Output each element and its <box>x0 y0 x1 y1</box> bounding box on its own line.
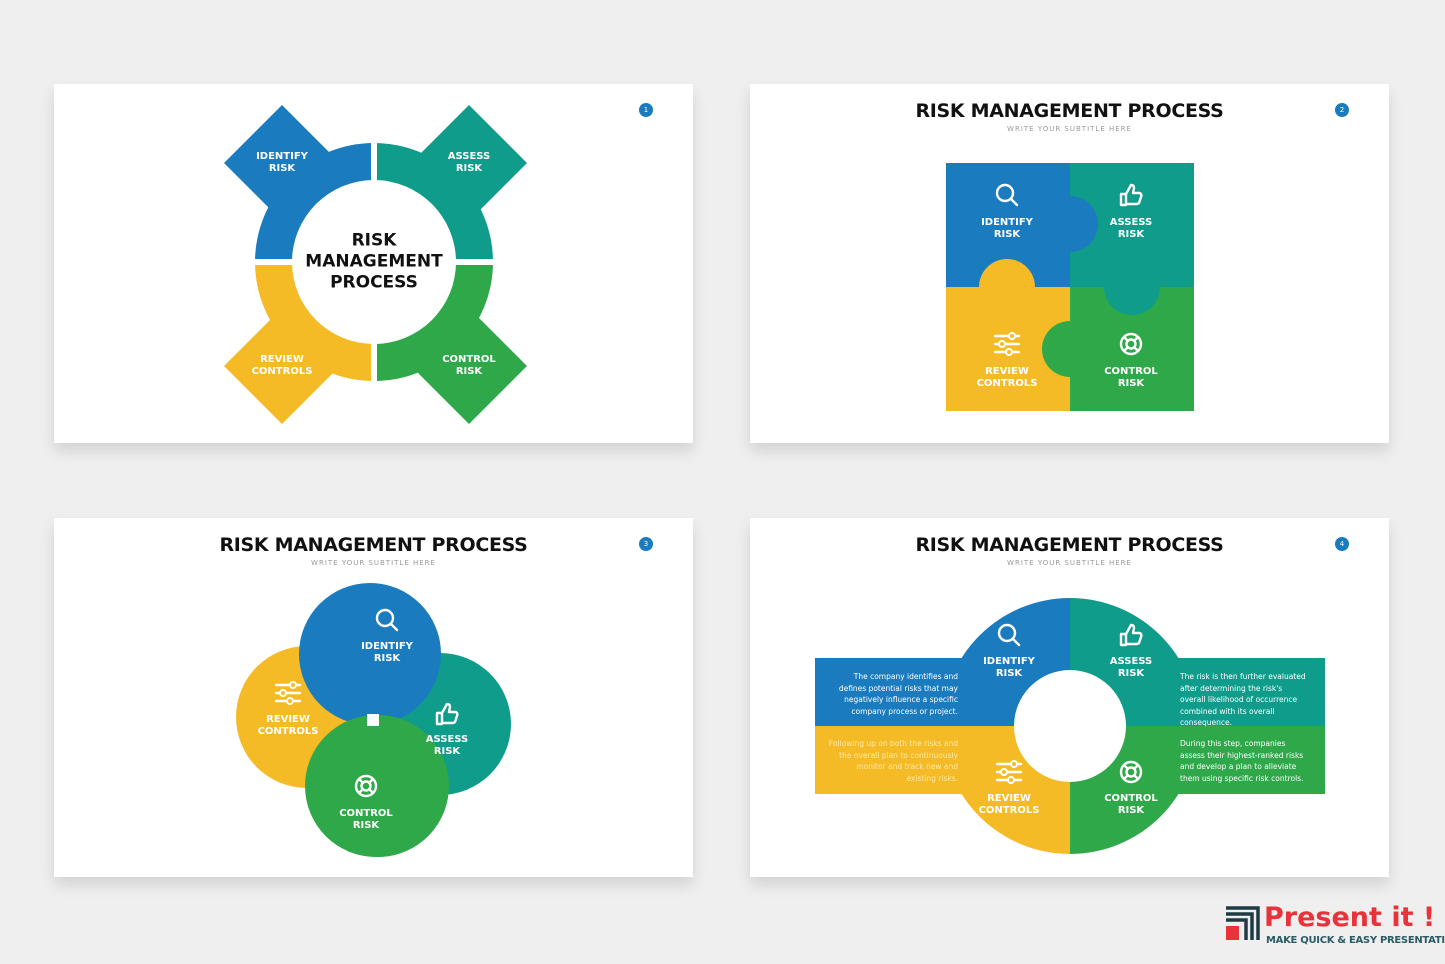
search-icon <box>997 623 1021 647</box>
slide-4[interactable]: RISK MANAGEMENT PROCESS WRITE YOUR SUBTI… <box>750 518 1389 877</box>
label-control: CONTROL RISK <box>442 354 496 377</box>
sliders-icon <box>993 332 1021 356</box>
search-icon <box>375 608 399 632</box>
puzzle-knob <box>979 259 1035 315</box>
slide-subtitle: WRITE YOUR SUBTITLE HERE <box>311 559 436 567</box>
lifebuoy-icon <box>1119 332 1143 356</box>
sliders-icon <box>995 760 1023 784</box>
thumbs-up-icon <box>1119 623 1143 647</box>
page-badge: 1 <box>639 103 653 117</box>
label-review: REVIEW CONTROLS <box>257 714 319 737</box>
center-square <box>367 714 379 726</box>
page-badge: 4 <box>1335 537 1349 551</box>
puzzle-knob <box>1042 196 1098 252</box>
label-assess: ASSESS RISK <box>447 151 491 174</box>
identify-description: The company identifies and defines poten… <box>838 672 958 716</box>
label-control: CONTROL RISK <box>339 808 393 831</box>
label-identify: IDENTIFY RISK <box>256 151 308 174</box>
logo-tagline: MAKE QUICK & EASY PRESENTATIONS <box>1266 935 1445 946</box>
lifebuoy-icon <box>1119 760 1143 784</box>
logo-brand: Present it ! <box>1264 902 1436 933</box>
identify-circle <box>299 583 441 725</box>
slide-title: RISK MANAGEMENT PROCESS <box>915 100 1224 122</box>
label-control: CONTROL RISK <box>1104 366 1158 389</box>
center-circle <box>1014 670 1126 782</box>
label-identify: IDENTIFY RISK <box>983 656 1035 679</box>
control-description: During this step, companies assess their… <box>1180 739 1304 783</box>
page-badge: 3 <box>639 537 653 551</box>
band-circle-diagram <box>815 598 1325 854</box>
overlapping-circles-diagram <box>236 583 511 877</box>
label-review: REVIEW CONTROLS <box>978 793 1040 816</box>
label-identify: IDENTIFY RISK <box>361 641 413 664</box>
label-control: CONTROL RISK <box>1104 793 1158 816</box>
search-icon <box>995 183 1019 207</box>
logo-mark-icon <box>1226 906 1260 940</box>
sliders-icon <box>274 681 302 705</box>
ring-diagram <box>224 105 527 424</box>
label-assess: ASSESS RISK <box>425 734 469 757</box>
slide-subtitle: WRITE YOUR SUBTITLE HERE <box>1007 559 1132 567</box>
slide-title: RISK MANAGEMENT PROCESS <box>219 534 528 556</box>
present-it-logo: Present it ! MAKE QUICK & EASY PRESENTAT… <box>1224 902 1445 946</box>
label-assess: ASSESS RISK <box>1109 656 1153 679</box>
label-assess: ASSESS RISK <box>1109 217 1153 240</box>
slide-title: RISK MANAGEMENT PROCESS <box>915 534 1224 556</box>
slide-subtitle: WRITE YOUR SUBTITLE HERE <box>1007 125 1132 133</box>
label-review: REVIEW CONTROLS <box>976 366 1038 389</box>
assess-description: The risk is then further evaluated after… <box>1180 672 1306 727</box>
center-title: RISK MANAGEMENT PROCESS <box>305 230 443 293</box>
puzzle-diagram <box>946 163 1194 411</box>
label-review: REVIEW CONTROLS <box>251 354 313 377</box>
label-identify: IDENTIFY RISK <box>981 217 1033 240</box>
slide-2[interactable]: RISK MANAGEMENT PROCESS WRITE YOUR SUBTI… <box>750 84 1389 443</box>
center-circle <box>292 180 456 344</box>
lifebuoy-icon <box>354 774 378 798</box>
page-badge: 2 <box>1335 103 1349 117</box>
review-description: Following up on both the risks and the o… <box>828 739 958 783</box>
puzzle-knob <box>1042 321 1098 377</box>
puzzle-knob <box>1104 259 1160 315</box>
thumbs-up-icon <box>435 702 459 726</box>
thumbs-up-icon <box>1119 183 1143 207</box>
slide-3[interactable]: RISK MANAGEMENT PROCESS WRITE YOUR SUBTI… <box>54 518 693 877</box>
slide-1[interactable]: RISK MANAGEMENT PROCESS IDENTIFY RISK AS… <box>54 84 693 443</box>
